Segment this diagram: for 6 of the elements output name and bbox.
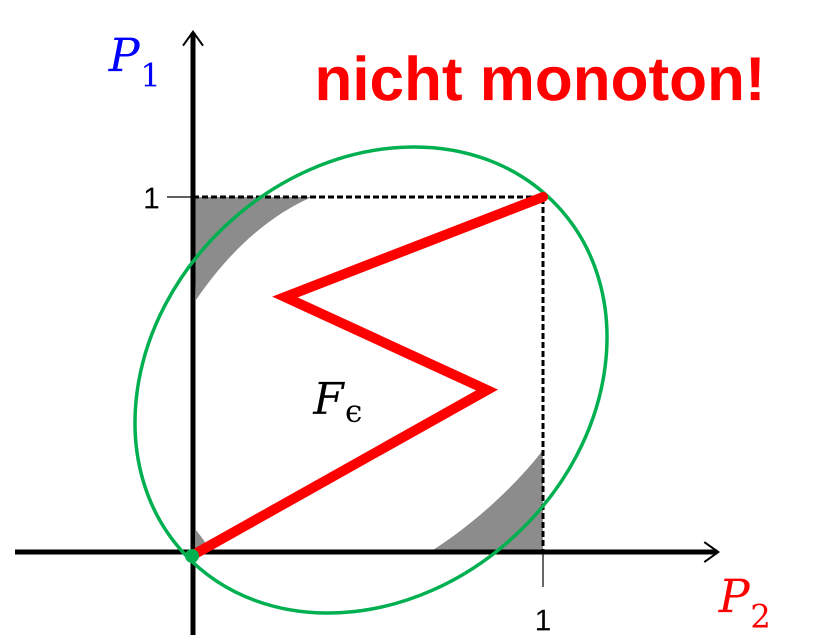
tick-label: 1 — [536, 610, 550, 630]
axis-label: P$_{1}$ — [108, 38, 156, 86]
annotation-text: nicht monoton! — [318, 55, 760, 101]
axis-label: P$_{2}$ — [718, 578, 768, 628]
curve-label: F$_{ϵ}$ — [312, 382, 361, 422]
tick-label: 1 — [145, 188, 158, 208]
